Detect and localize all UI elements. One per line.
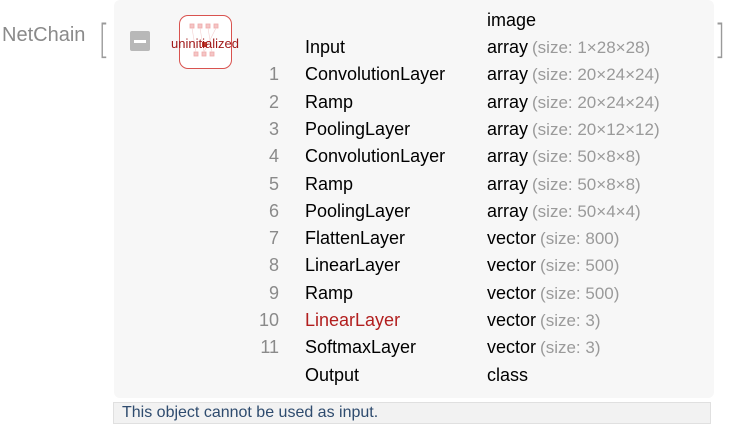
uninitialized-status-label: uninitialized <box>171 36 239 51</box>
layer-output-type: class <box>487 365 532 386</box>
layer-output-type: array(size: 50×8×8) <box>487 146 641 167</box>
layer-index: 4 <box>268 146 279 167</box>
layer-output-type: vector(size: 3) <box>487 337 601 358</box>
type-name: vector <box>487 228 537 249</box>
open-bracket: [ <box>98 17 110 63</box>
type-name: vector <box>487 310 537 330</box>
type-name: vector <box>487 282 537 303</box>
layer-name: Output <box>305 364 360 385</box>
network-graph-icon: uninitialized <box>171 15 239 69</box>
layer-output-type: vector(size: 3) <box>487 310 601 331</box>
type-name: vector <box>487 255 537 276</box>
layer-index: 2 <box>268 91 279 112</box>
message-text: This object cannot be used as input. <box>122 404 379 421</box>
type-size-detail: (size: 50×8×8) <box>532 147 641 167</box>
layer-output-type: array(size: 50×8×8) <box>487 174 641 195</box>
type-size-detail: (size: 1×28×28) <box>532 38 651 57</box>
layer-index: 3 <box>268 118 279 139</box>
layer-index: 11 <box>260 337 279 358</box>
type-name: class <box>487 364 529 385</box>
type-name: array <box>487 37 529 57</box>
type-size-detail: (size: 20×12×12) <box>532 119 660 139</box>
layer-index: 10 <box>258 310 279 330</box>
type-size-detail: (size: 500) <box>540 256 620 276</box>
type-name: array <box>487 200 529 221</box>
type-name: array <box>487 118 529 139</box>
layer-output-type: vector(size: 800) <box>487 228 619 249</box>
layer-name: PoolingLayer <box>305 118 411 139</box>
layer-name: ConvolutionLayer <box>305 146 446 167</box>
layer-index: 1 <box>268 64 279 85</box>
layer-name: Input <box>305 37 346 57</box>
type-name: array <box>487 64 529 85</box>
type-name: array <box>487 146 529 167</box>
layer-index: 7 <box>268 228 279 249</box>
type-size-detail: (size: 500) <box>540 283 620 303</box>
minus-icon <box>134 39 146 43</box>
close-bracket: ] <box>714 17 726 63</box>
layer-name: LinearLayer <box>305 310 401 330</box>
type-size-detail: (size: 3) <box>540 338 601 358</box>
layer-name: Ramp <box>305 282 354 303</box>
type-name: array <box>487 173 529 194</box>
type-size-detail: (size: 3) <box>540 311 601 330</box>
type-name: array <box>487 91 529 112</box>
layer-name: ConvolutionLayer <box>305 64 446 85</box>
netchain-head-label: NetChain <box>2 24 86 46</box>
layer-index: 9 <box>268 282 279 303</box>
type-size-detail: (size: 800) <box>540 229 620 249</box>
input-type-label: image <box>487 10 537 30</box>
layer-output-type: array(size: 50×4×4) <box>487 201 641 222</box>
type-name: vector <box>487 337 537 358</box>
layer-name: Ramp <box>305 91 354 112</box>
layer-output-type: array(size: 20×12×12) <box>487 119 660 140</box>
layer-name: SoftmaxLayer <box>305 337 417 358</box>
type-size-detail: (size: 50×4×4) <box>532 201 641 221</box>
layer-name: FlattenLayer <box>305 228 406 249</box>
layer-output-type: vector(size: 500) <box>487 255 619 276</box>
layer-name: Ramp <box>305 173 354 194</box>
layer-index: 6 <box>268 200 279 221</box>
layer-index: 8 <box>268 255 279 276</box>
type-size-detail: (size: 50×8×8) <box>532 174 641 194</box>
collapse-toggle-button[interactable] <box>130 31 150 51</box>
message-bar: This object cannot be used as input. <box>113 402 711 424</box>
network-graph-glyph <box>189 23 219 57</box>
layer-index: 5 <box>268 173 279 194</box>
layer-output-type: array(size: 20×24×24) <box>487 64 660 85</box>
type-size-detail: (size: 20×24×24) <box>532 65 660 85</box>
layer-output-type: array(size: 1×28×28) <box>487 37 650 58</box>
layer-output-type: array(size: 20×24×24) <box>487 92 660 113</box>
type-size-detail: (size: 20×24×24) <box>532 92 660 112</box>
layer-output-type: vector(size: 500) <box>487 283 619 304</box>
layer-name: PoolingLayer <box>305 200 411 221</box>
layer-name: LinearLayer <box>305 255 401 276</box>
